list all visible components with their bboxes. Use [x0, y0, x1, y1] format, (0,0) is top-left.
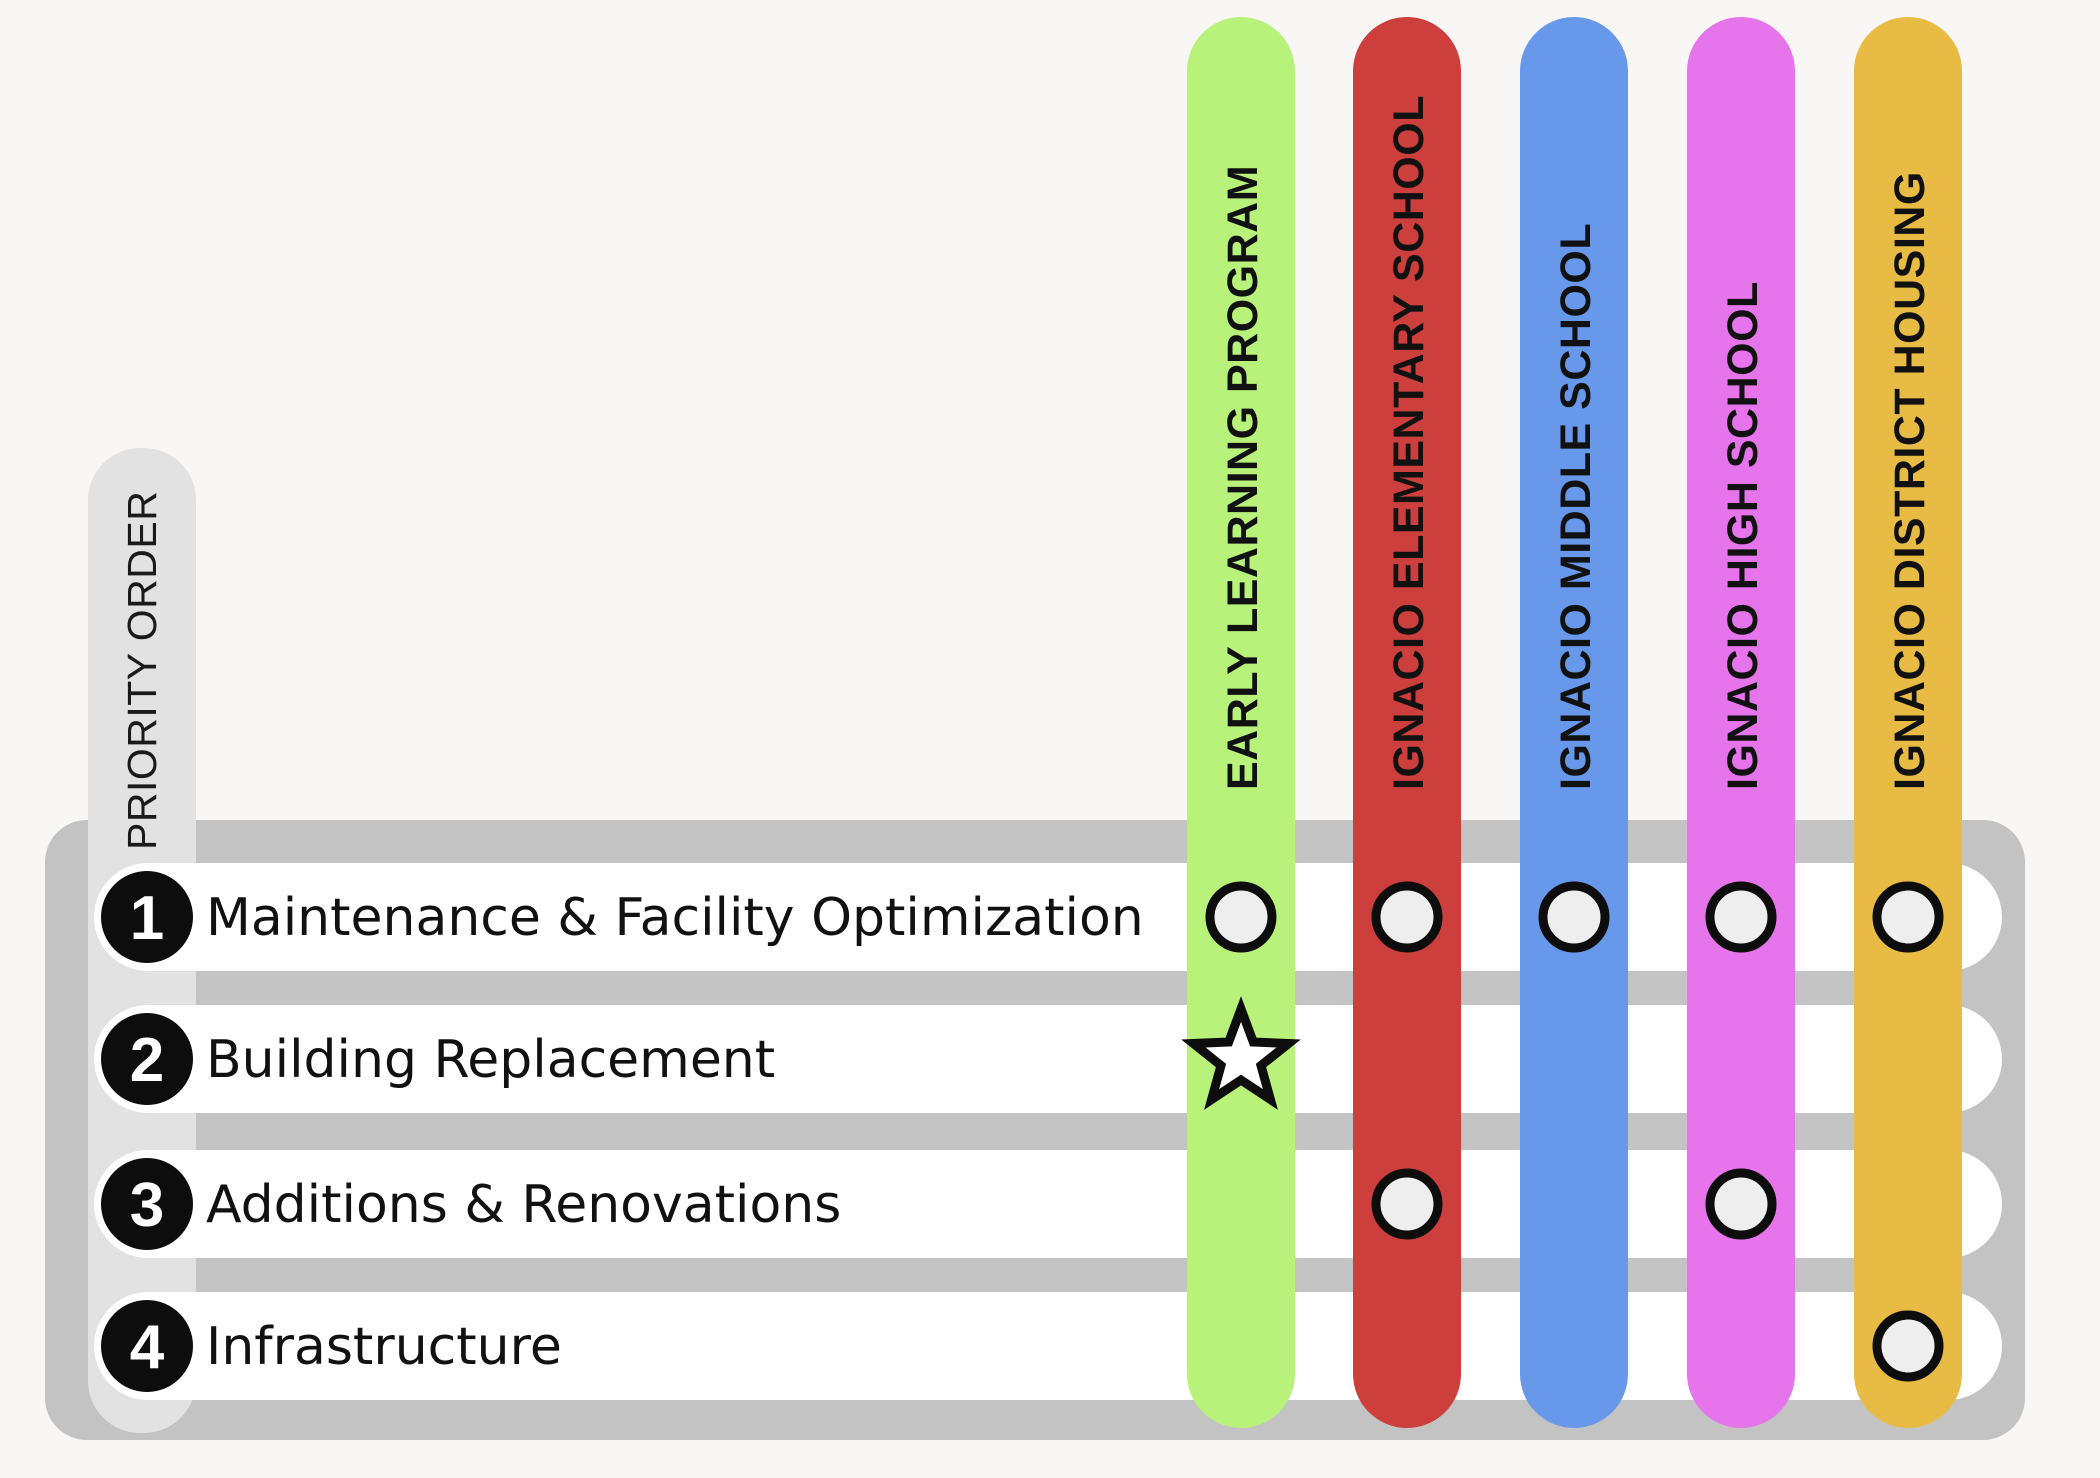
- column-label: IGNACIO MIDDLE SCHOOL: [1552, 223, 1600, 790]
- row-label: Infrastructure: [206, 1317, 562, 1377]
- column-ignacio-middle-school: IGNACIO MIDDLE SCHOOL: [1520, 17, 1628, 1428]
- row-label: Maintenance & Facility Optimization: [206, 888, 1144, 948]
- number-badge-text: 1: [130, 884, 164, 953]
- column-bar: [1687, 17, 1795, 1428]
- column-bar: [1353, 17, 1461, 1428]
- columns-layer: EARLY LEARNING PROGRAM IGNACIO ELEMENTARY…: [1187, 17, 1962, 1428]
- number-badge-text: 3: [130, 1171, 164, 1240]
- markers-layer: [1181, 881, 1944, 1382]
- priority-order-label: PRIORITY ORDER: [119, 491, 165, 850]
- column-label: IGNACIO DISTRICT HOUSING: [1886, 171, 1934, 790]
- circle-marker-icon: [1205, 881, 1277, 953]
- row-label: Additions & Renovations: [206, 1175, 841, 1235]
- column-ignacio-elementary-school: IGNACIO ELEMENTARY SCHOOL: [1353, 17, 1461, 1428]
- number-badge: [101, 1013, 193, 1105]
- number-badge: [101, 1300, 193, 1392]
- column-early-learning-program: EARLY LEARNING PROGRAM: [1187, 17, 1295, 1428]
- circle-marker-icon: [1872, 881, 1944, 953]
- number-badge-text: 2: [130, 1026, 164, 1095]
- column-label: IGNACIO ELEMENTARY SCHOOL: [1385, 95, 1433, 790]
- column-label: EARLY LEARNING PROGRAM: [1219, 165, 1267, 790]
- circle-marker-icon: [1705, 1168, 1777, 1240]
- column-bar: [1854, 17, 1962, 1428]
- circle-marker-icon: [1371, 881, 1443, 953]
- circle-marker-icon: [1371, 1168, 1443, 1240]
- circle-marker-icon: [1705, 881, 1777, 953]
- circle-marker-icon: [1872, 1310, 1944, 1382]
- number-badge: [101, 871, 193, 963]
- column-ignacio-high-school: IGNACIO HIGH SCHOOL: [1687, 17, 1795, 1428]
- column-ignacio-district-housing: IGNACIO DISTRICT HOUSING: [1854, 17, 1962, 1428]
- number-badge-text: 4: [130, 1313, 165, 1382]
- column-label: IGNACIO HIGH SCHOOL: [1719, 281, 1767, 790]
- column-bar: [1520, 17, 1628, 1428]
- star-marker-icon: [1181, 996, 1301, 1110]
- number-badge: [101, 1158, 193, 1250]
- circle-marker-icon: [1538, 881, 1610, 953]
- row-label: Building Replacement: [206, 1030, 775, 1090]
